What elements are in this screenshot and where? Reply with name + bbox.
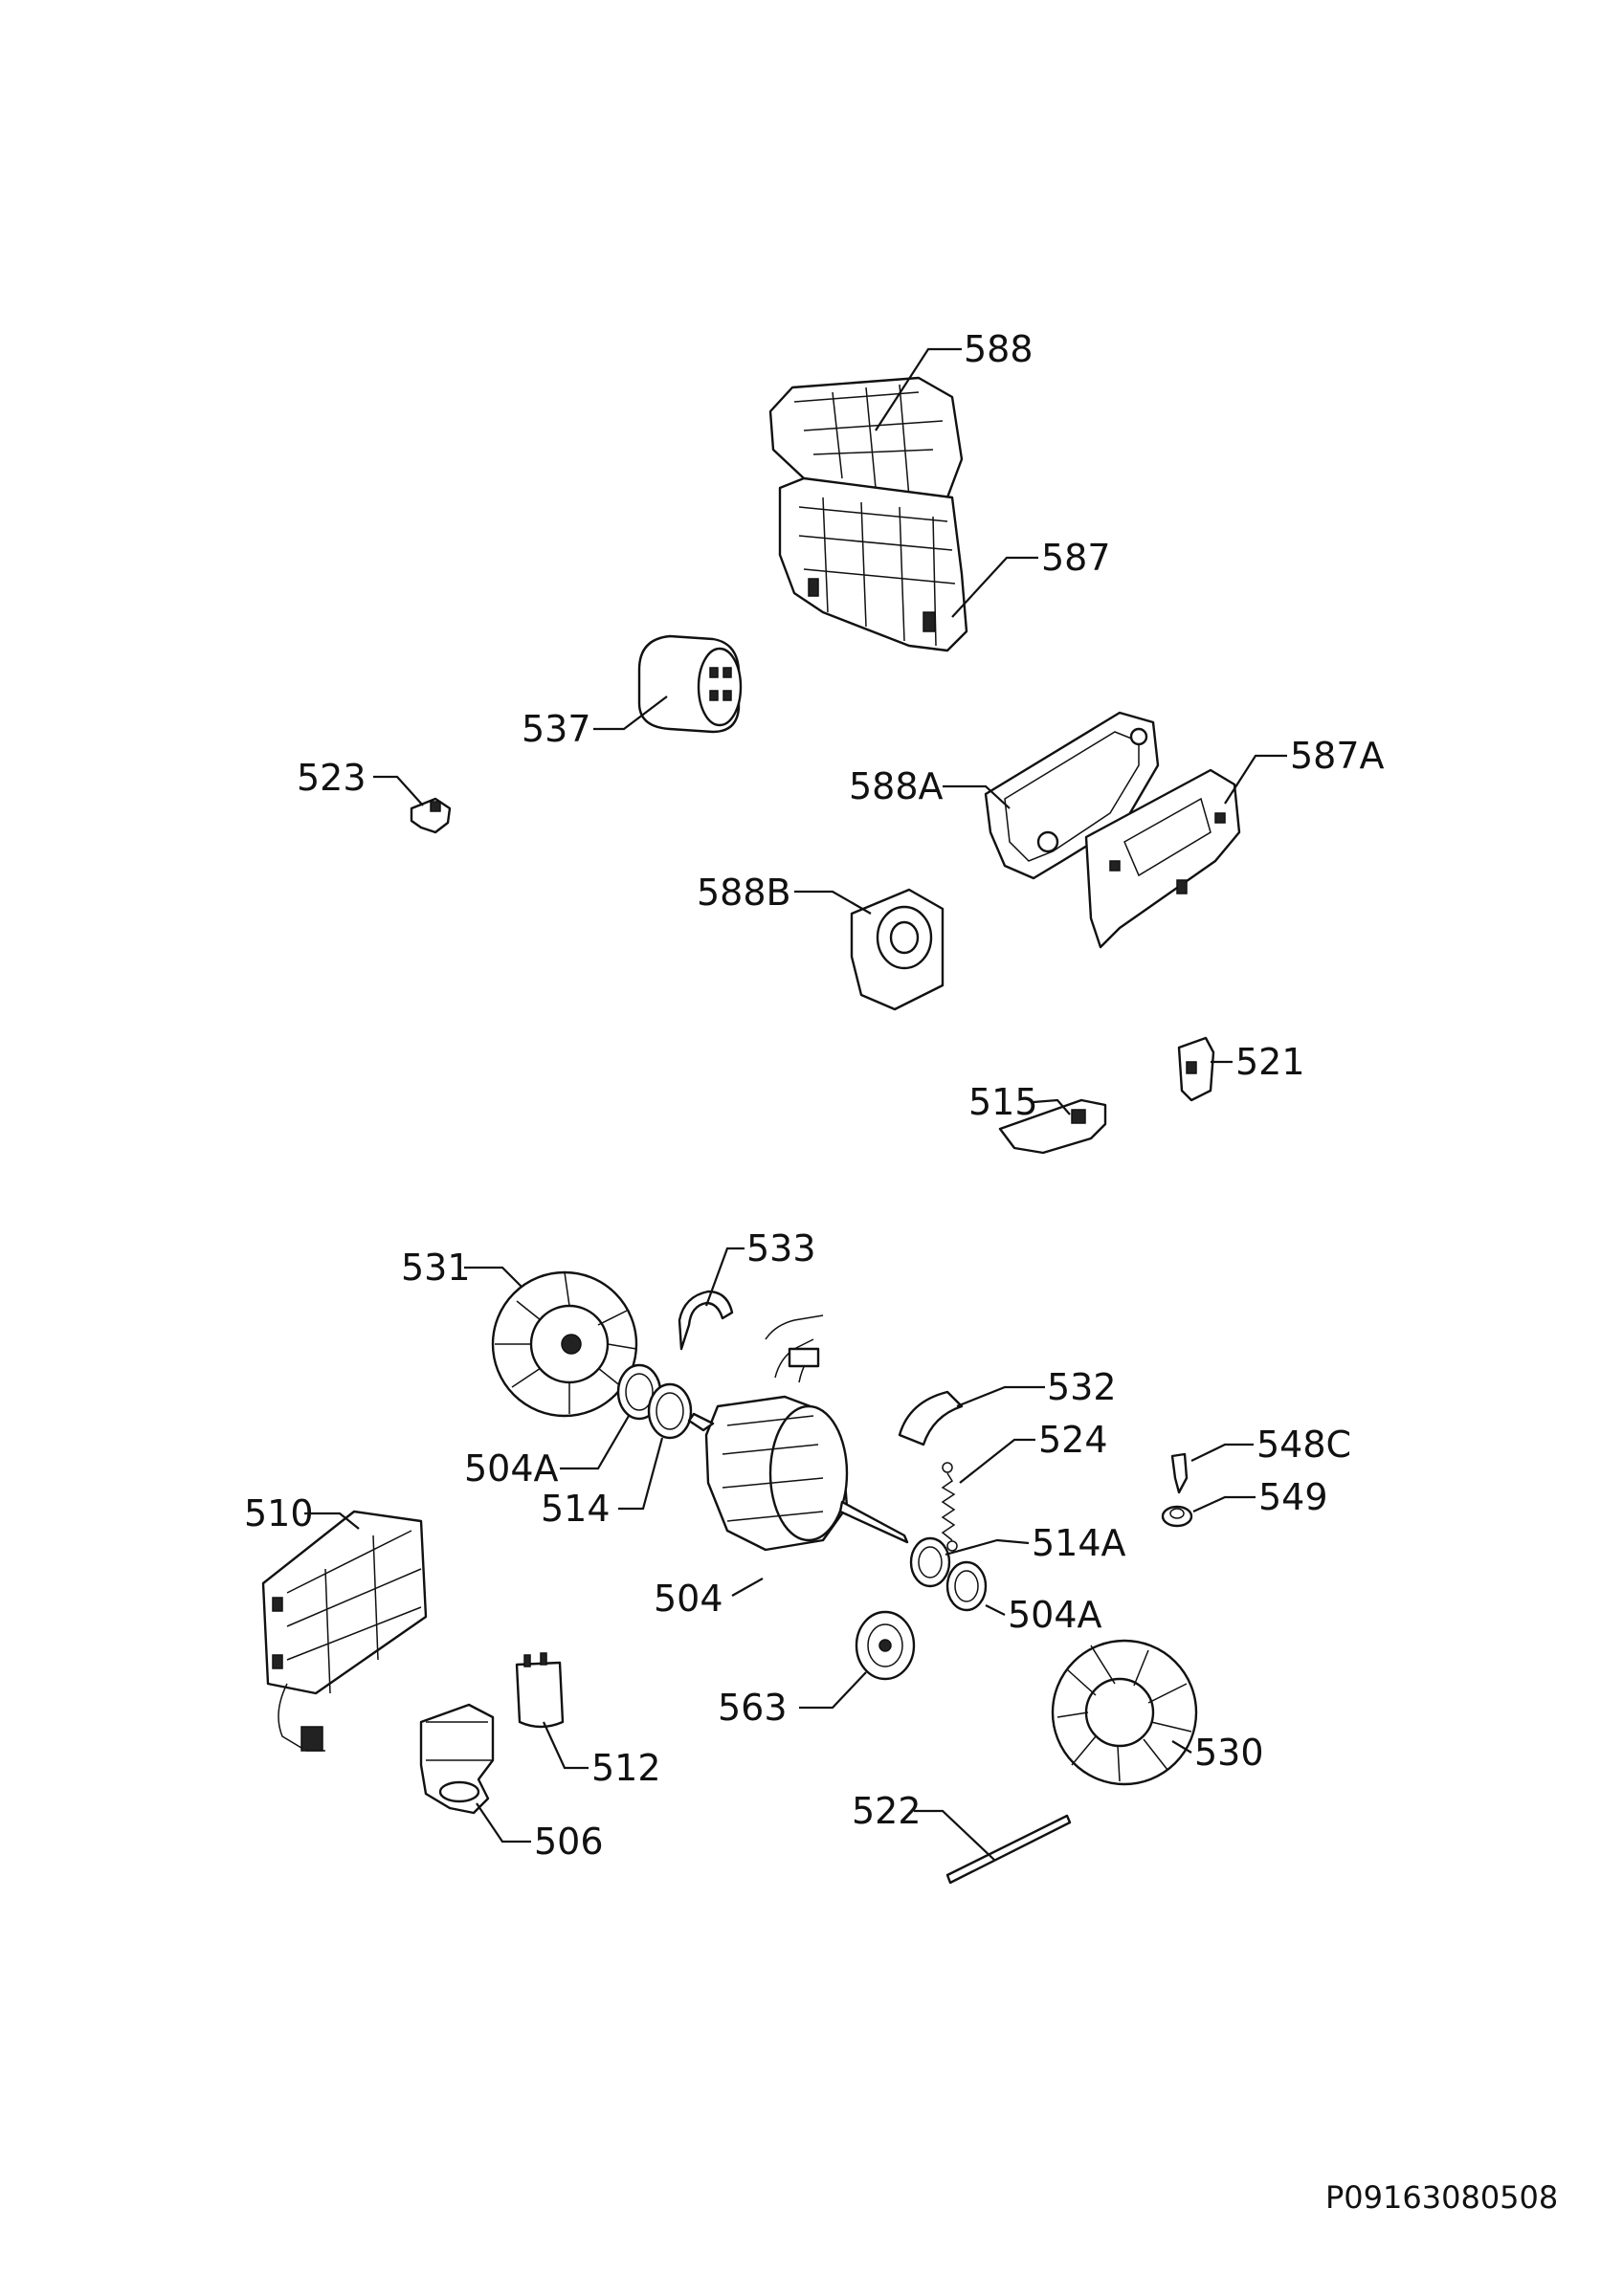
label-530: 530 xyxy=(1194,1732,1264,1774)
label-506: 506 xyxy=(534,1821,604,1863)
label-504A-left: 504A xyxy=(464,1447,559,1490)
label-512: 512 xyxy=(591,1747,661,1789)
part-563-pulley[interactable] xyxy=(855,1610,916,1681)
part-514-seal-left[interactable] xyxy=(647,1382,693,1440)
part-522-strip[interactable] xyxy=(945,1814,1072,1885)
part-531-fan-wheel[interactable] xyxy=(491,1270,638,1418)
label-549: 549 xyxy=(1258,1476,1328,1518)
label-533: 533 xyxy=(746,1227,816,1269)
part-523-clip[interactable] xyxy=(410,797,452,834)
part-512-capacitor[interactable] xyxy=(515,1652,565,1729)
label-523: 523 xyxy=(297,757,367,799)
label-587: 587 xyxy=(1041,537,1111,579)
leader-lines xyxy=(304,347,1287,1862)
part-514A-seal-right[interactable] xyxy=(909,1536,951,1588)
part-533-cable-clip[interactable] xyxy=(678,1290,734,1351)
label-504A-right: 504A xyxy=(1008,1594,1102,1636)
label-532: 532 xyxy=(1047,1366,1117,1408)
part-548C-sensor[interactable] xyxy=(1170,1452,1189,1494)
part-532-shield[interactable] xyxy=(898,1390,964,1446)
label-588: 588 xyxy=(964,328,1034,370)
part-587A-panel[interactable] xyxy=(1084,768,1241,949)
part-510-housing[interactable] xyxy=(261,1510,428,1752)
label-548C: 548C xyxy=(1256,1424,1351,1466)
label-588A: 588A xyxy=(849,765,944,807)
label-537: 537 xyxy=(522,708,591,750)
part-504A-ring-right[interactable] xyxy=(945,1560,988,1612)
part-587-module[interactable] xyxy=(778,476,968,652)
part-537-capacitor[interactable] xyxy=(637,634,743,734)
label-531: 531 xyxy=(401,1247,471,1289)
label-521: 521 xyxy=(1235,1041,1305,1083)
part-504-motor[interactable] xyxy=(687,1314,909,1552)
label-510: 510 xyxy=(244,1492,314,1534)
label-522: 522 xyxy=(852,1790,922,1832)
part-530-fan-wheel[interactable] xyxy=(1051,1639,1198,1786)
document-code: P09163080508 xyxy=(1325,2179,1558,2216)
label-524: 524 xyxy=(1038,1419,1108,1461)
part-labels: 588 587 537 523 588A 587A 588B 521 515 5… xyxy=(244,328,1385,1863)
label-563: 563 xyxy=(718,1687,788,1729)
label-514A: 514A xyxy=(1032,1522,1126,1564)
part-549-grommet[interactable] xyxy=(1161,1505,1193,1528)
label-504: 504 xyxy=(654,1578,723,1620)
part-506-pump[interactable] xyxy=(419,1703,495,1815)
part-588B-knob-module[interactable] xyxy=(850,888,945,1011)
label-588B: 588B xyxy=(697,872,791,914)
label-515: 515 xyxy=(968,1081,1038,1123)
part-521-lamp[interactable] xyxy=(1177,1036,1215,1102)
label-514: 514 xyxy=(541,1488,611,1530)
label-587A: 587A xyxy=(1290,735,1385,777)
part-515-door-lock[interactable] xyxy=(998,1098,1107,1155)
part-524-spring[interactable] xyxy=(941,1462,958,1552)
